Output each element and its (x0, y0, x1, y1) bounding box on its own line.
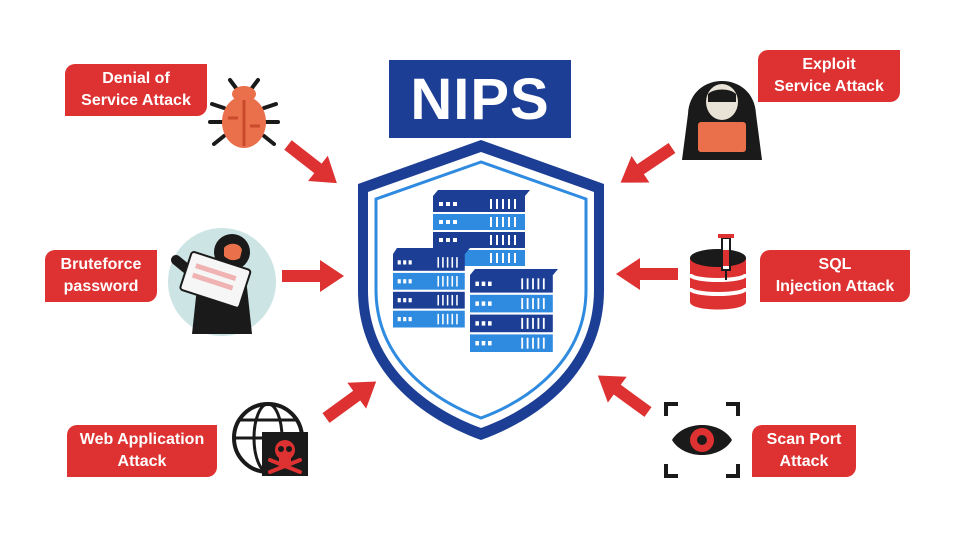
arrow-sql (616, 258, 678, 290)
label-sql: SQL Injection Attack (760, 250, 910, 302)
globe-skull-icon (232, 402, 308, 476)
label-brute-line1: Bruteforce (60, 256, 142, 273)
label-brute: Bruteforce password (45, 250, 157, 302)
server-stack-icon (391, 190, 558, 354)
label-sql-line2: Injection Attack (775, 278, 895, 295)
eye-scan-icon (664, 402, 740, 478)
label-dos: Denial of Service Attack (65, 64, 207, 116)
arrow-brute (282, 260, 344, 292)
arrow-scan (588, 362, 658, 425)
arrow-exploit (611, 134, 681, 196)
label-exploit-line1: Exploit (802, 56, 856, 73)
page-title: NIPS (389, 60, 571, 138)
label-brute-line2: password (63, 278, 139, 295)
label-web-line2: Attack (117, 453, 167, 470)
label-exploit: Exploit Service Attack (758, 50, 900, 102)
label-scan: Scan Port Attack (752, 425, 856, 477)
hacker-password-icon (168, 228, 276, 336)
label-exploit-line2: Service Attack (774, 78, 884, 95)
label-dos-line1: Denial of (102, 70, 170, 87)
database-syringe-icon (688, 234, 748, 310)
label-scan-line1: Scan Port (766, 431, 842, 448)
hacker-laptop-icon (682, 81, 762, 160)
bug-icon (208, 78, 280, 148)
label-dos-line2: Service Attack (81, 92, 191, 109)
label-scan-line2: Attack (779, 453, 829, 470)
label-web: Web Application Attack (67, 425, 217, 477)
label-web-line1: Web Application (79, 431, 205, 448)
label-sql-line1: SQL (818, 256, 852, 273)
arrow-web (316, 368, 386, 431)
arrow-dos (278, 132, 347, 196)
